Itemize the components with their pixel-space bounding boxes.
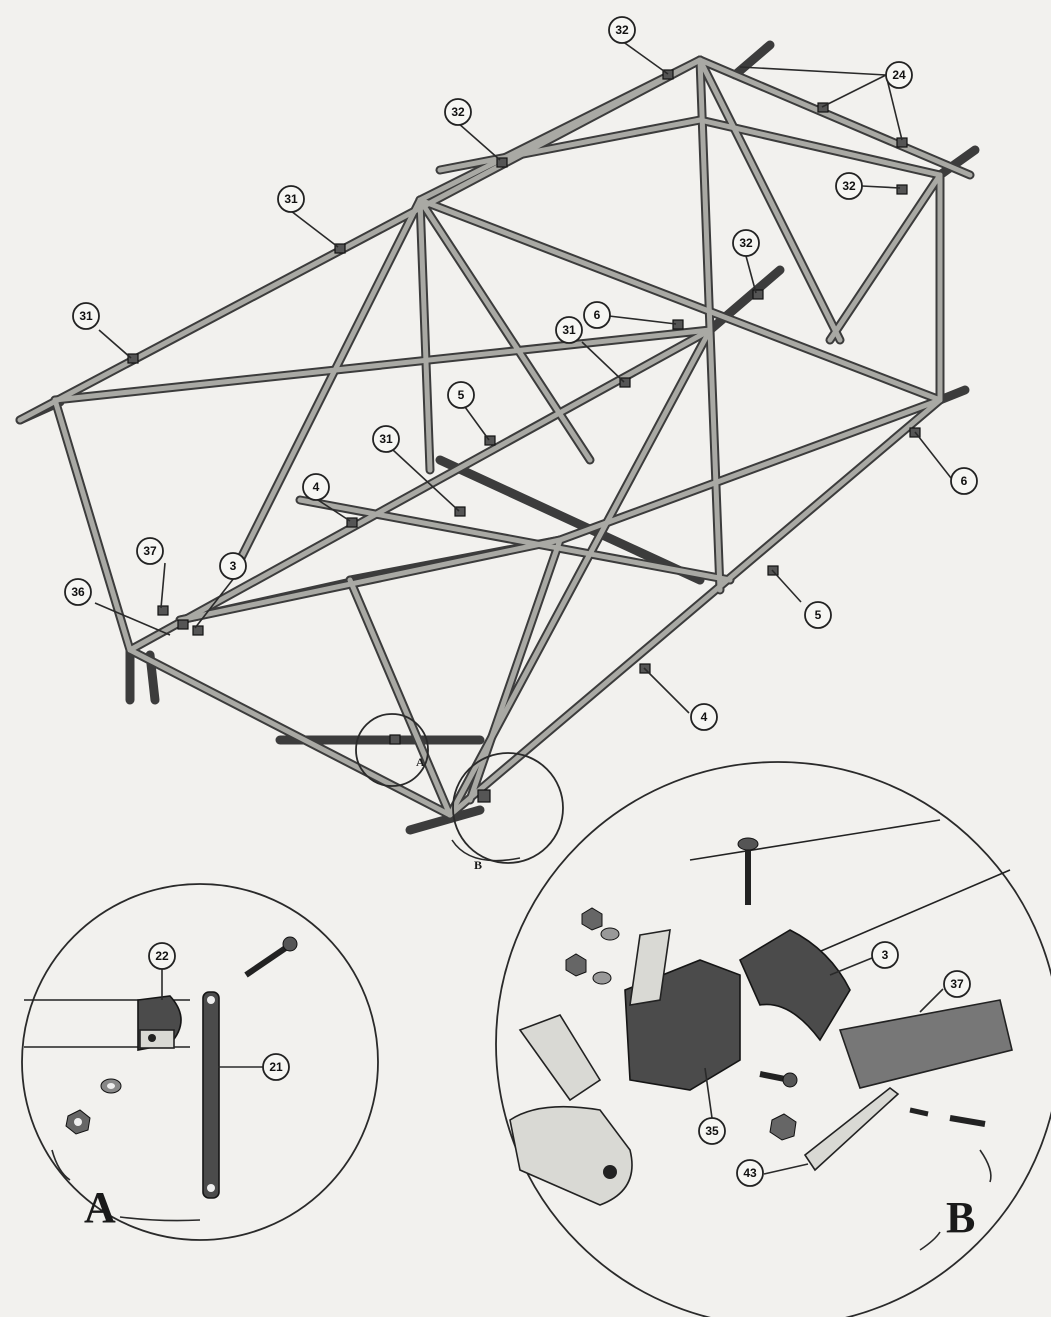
callout-31-lower: 31 (372, 425, 400, 453)
svg-text:31: 31 (562, 323, 576, 337)
detail-a-big-label: A (84, 1183, 116, 1232)
svg-text:4: 4 (313, 480, 320, 494)
callout-32-center: 32 (732, 229, 760, 257)
svg-text:43: 43 (743, 1166, 757, 1180)
detail-a: A (21, 883, 379, 1241)
svg-text:5: 5 (815, 608, 822, 622)
callout-32-top: 32 (608, 16, 636, 44)
key-part-43 (803, 1086, 900, 1172)
callout-21: 21 (262, 1053, 290, 1081)
svg-text:4: 4 (701, 710, 708, 724)
callout-31-upper: 31 (277, 185, 305, 213)
svg-text:22: 22 (155, 949, 169, 963)
svg-text:37: 37 (143, 544, 157, 558)
callout-24: 24 (885, 61, 913, 89)
callouts: 32 32 24 32 31 32 31 6 31 5 31 6 4 37 3 … (64, 16, 978, 1187)
svg-text:32: 32 (615, 23, 629, 37)
callout-6-upper: 6 (583, 301, 611, 329)
svg-text:32: 32 (842, 179, 856, 193)
detail-a-small-label: A (416, 755, 425, 769)
callout-6-right: 6 (950, 467, 978, 495)
svg-text:36: 36 (71, 585, 85, 599)
callout-31-center: 31 (555, 316, 583, 344)
callout-5-upper: 5 (447, 381, 475, 409)
tube-part-21 (202, 991, 220, 1199)
callout-36: 36 (64, 578, 92, 606)
callout-4-lower: 4 (690, 703, 718, 731)
svg-text:37: 37 (950, 977, 964, 991)
svg-text:24: 24 (892, 68, 906, 82)
callout-4-upper: 4 (302, 473, 330, 501)
detail-b-indicator (452, 752, 564, 864)
callout-37-detail: 37 (943, 970, 971, 998)
callout-32-left: 32 (444, 98, 472, 126)
channel-part-37 (838, 999, 1013, 1089)
callout-3-frame: 3 (219, 552, 247, 580)
detail-a-indicator (355, 713, 429, 787)
detail-b-arrow (451, 839, 521, 862)
tube-clamps (127, 69, 921, 803)
svg-text:21: 21 (269, 1060, 283, 1074)
detail-b-small-label: B (474, 858, 482, 872)
svg-text:35: 35 (705, 1124, 719, 1138)
svg-text:6: 6 (594, 308, 601, 322)
callout-37-frame: 37 (136, 537, 164, 565)
svg-text:3: 3 (882, 948, 889, 962)
callout-31-left: 31 (72, 302, 100, 330)
svg-text:31: 31 (284, 192, 298, 206)
callout-3-detail: 3 (871, 941, 899, 969)
svg-text:31: 31 (379, 432, 393, 446)
svg-text:6: 6 (961, 474, 968, 488)
callout-43: 43 (736, 1159, 764, 1187)
frame-tube-highlights (17, 57, 973, 818)
callout-5-lower: 5 (804, 601, 832, 629)
svg-text:32: 32 (451, 105, 465, 119)
bracket-part-3 (738, 929, 851, 1042)
svg-text:5: 5 (458, 388, 465, 402)
svg-text:32: 32 (739, 236, 753, 250)
detail-b: B (495, 761, 1051, 1317)
main-frame: A B (15, 40, 980, 872)
callout-32-right: 32 (835, 172, 863, 200)
svg-text:3: 3 (230, 559, 237, 573)
detail-b-big-label: B (946, 1193, 975, 1242)
callout-35: 35 (698, 1117, 726, 1145)
svg-text:31: 31 (79, 309, 93, 323)
callout-22: 22 (148, 942, 176, 970)
